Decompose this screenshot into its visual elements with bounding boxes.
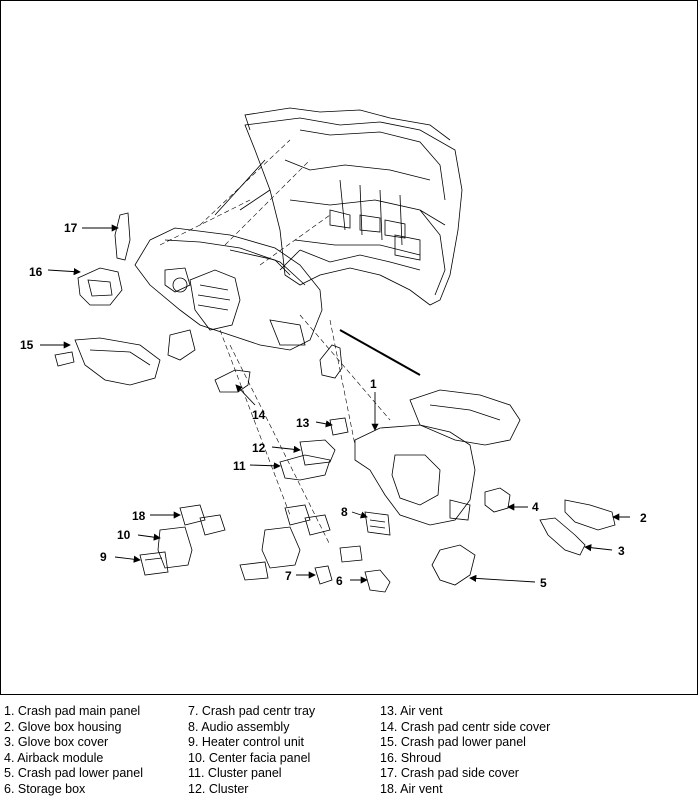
callout-2: 2: [640, 511, 647, 525]
legend-item: 9. Heater control unit: [188, 735, 305, 750]
legend-item: 7. Crash pad centr tray: [188, 704, 316, 718]
legend-item: 11. Cluster panel: [188, 766, 282, 781]
air-vent-part: [329, 417, 349, 436]
crash-pad-centr-side-cover-part: [214, 369, 251, 393]
callout-5: 5: [540, 576, 547, 590]
legend-item: 5. Crash pad lower panel: [4, 766, 143, 781]
legend-item: 16. Shroud: [380, 750, 442, 765]
callout-13: 13: [296, 416, 310, 430]
legend-item: 3. Glove box cover: [4, 735, 109, 750]
legend-column-3: 13. Air vent 14. Crash pad centr side co…: [380, 704, 550, 798]
callout-10: 10: [117, 528, 131, 542]
callout-16: 16: [29, 265, 43, 279]
glove-box-housing-part: [564, 499, 616, 531]
legend-item: 14. Crash pad centr side cover: [380, 719, 551, 734]
legend-item: 6. Storage box: [4, 781, 86, 796]
legend-item: 18. Air vent: [380, 781, 443, 796]
cluster-panel-part: [279, 454, 331, 481]
parts-legend: 1. Crash pad main panel 2. Glove box hou…: [0, 704, 700, 799]
legend-item: 13. Air vent: [380, 704, 443, 718]
diagram-frame: [0, 0, 698, 695]
legend-item: 17. Crash pad side cover: [380, 766, 519, 781]
shroud-part: [77, 267, 123, 306]
callout-15: 15: [20, 338, 34, 352]
upper-crash-pad-assembly: [134, 227, 323, 351]
storage-box-part: [364, 569, 391, 593]
callout-6: 6: [336, 574, 343, 588]
callout-18: 18: [132, 509, 146, 523]
crash-pad-main-panel-part: [354, 389, 521, 526]
air-vent-lower-part: [179, 504, 226, 536]
heater-control-unit-part: [139, 551, 169, 576]
vehicle-body-structure: [214, 107, 463, 306]
callout-9: 9: [100, 550, 107, 564]
cluster-part: [299, 439, 336, 466]
exploded-view-drawing: [40, 107, 630, 593]
callout-14: 14: [252, 408, 266, 422]
airback-module-part: [484, 487, 511, 513]
legend-item: 8. Audio assembly: [188, 719, 290, 734]
callout-leaders: [40, 224, 630, 584]
legend-item: 2. Glove box housing: [4, 719, 122, 734]
legend-item: 15. Crash pad lower panel: [380, 735, 526, 750]
guide-lines: [159, 139, 391, 546]
legend-item: 12. Cluster: [188, 781, 249, 796]
crash-pad-side-cover-part: [114, 212, 131, 261]
center-facia-panel-part: [157, 526, 193, 569]
legend-column-1: 1. Crash pad main panel 2. Glove box hou…: [4, 704, 143, 798]
callout-4: 4: [532, 500, 539, 514]
audio-assembly-part: [364, 511, 391, 536]
legend-item: 10. Center facia panel: [188, 750, 311, 765]
glove-box-cover-part: [539, 517, 586, 556]
crash-pad-centr-tray-part: [314, 565, 333, 585]
callout-1: 1: [370, 377, 377, 391]
legend-item: 4. Airback module: [4, 750, 104, 765]
legend-column-2: 7. Crash pad centr tray 8. Audio assembl…: [188, 704, 315, 798]
callout-3: 3: [618, 544, 625, 558]
callout-8: 8: [341, 505, 348, 519]
callout-11: 11: [233, 459, 246, 473]
crash-pad-lower-panel-left-part: [54, 329, 196, 386]
callout-12: 12: [252, 441, 266, 455]
legend-item: 1. Crash pad main panel: [4, 704, 141, 718]
callout-17: 17: [64, 221, 78, 235]
callout-7: 7: [285, 569, 292, 583]
crash-pad-lower-panel-right-part: [431, 544, 476, 586]
